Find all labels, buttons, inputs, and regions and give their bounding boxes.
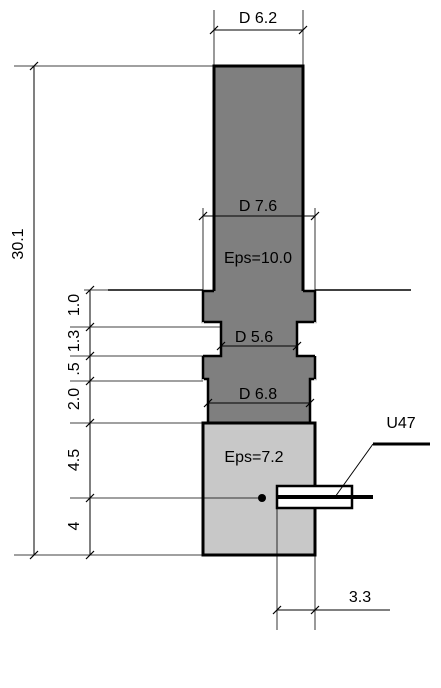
dim-d-groove xyxy=(216,341,302,351)
dashed-extent-lines xyxy=(202,322,316,423)
probe-u47 xyxy=(275,442,430,510)
label-total-height: 30.1 xyxy=(10,228,27,259)
label-seg-5: 4.5 xyxy=(66,449,83,471)
dim-offset xyxy=(272,508,390,630)
dim-total-height xyxy=(14,61,214,560)
dim-segments xyxy=(70,285,262,560)
label-d-mid: D 7.6 xyxy=(239,198,277,215)
label-eps-lower: Eps=7.2 xyxy=(224,449,283,466)
label-probe: U47 xyxy=(386,415,415,432)
label-offset: 3.3 xyxy=(349,589,371,606)
label-d-top: D 6.2 xyxy=(239,10,277,27)
label-seg-4: 2.0 xyxy=(66,388,83,410)
label-seg-2: 1.3 xyxy=(66,330,83,352)
dim-d-top xyxy=(209,10,308,66)
dim-d-lower xyxy=(203,398,315,408)
label-d-lower: D 6.8 xyxy=(239,386,277,403)
upper-body xyxy=(201,64,317,423)
label-seg-6: 4 xyxy=(66,521,83,530)
dim-d-mid xyxy=(198,208,320,291)
label-seg-3: .5 xyxy=(66,362,83,375)
label-seg-1: 1.0 xyxy=(66,294,83,316)
label-eps-upper: Eps=10.0 xyxy=(224,250,292,267)
label-d-groove: D 5.6 xyxy=(235,329,273,346)
